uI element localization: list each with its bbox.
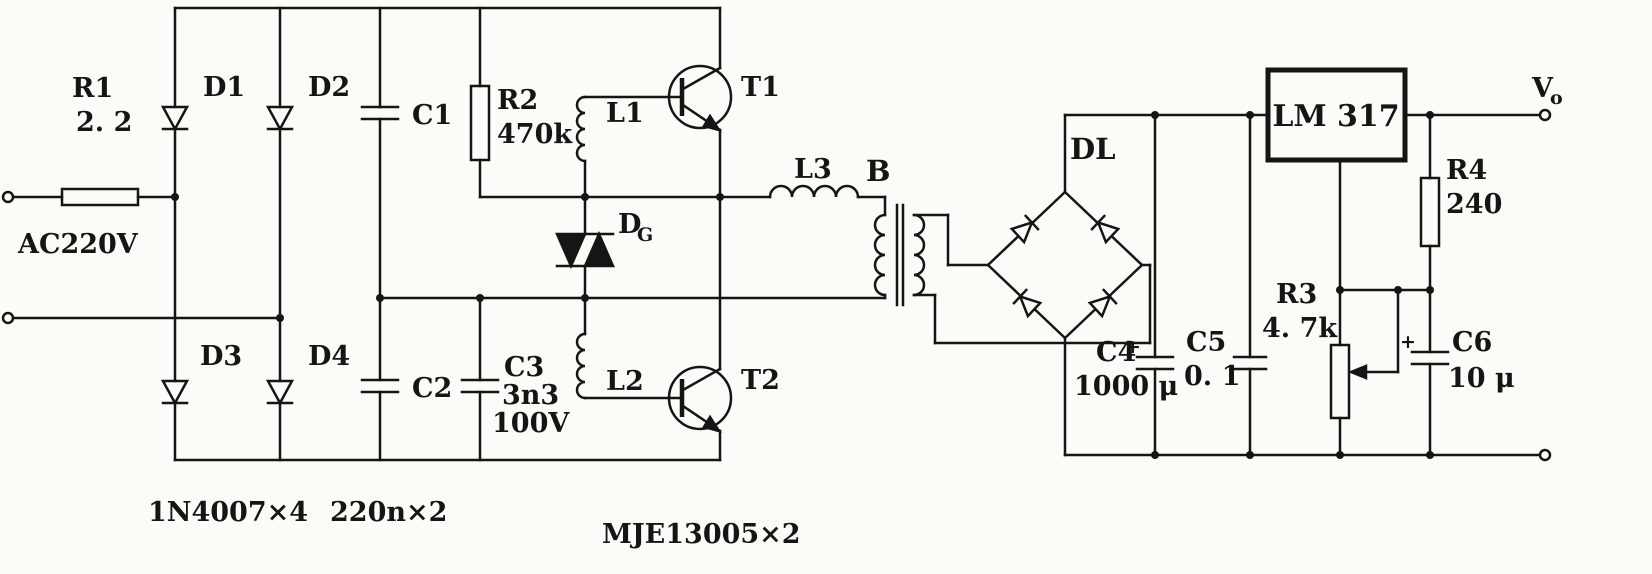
label-t2: T2 (741, 365, 780, 396)
wires (11, 6, 1542, 462)
capacitor-c1 (360, 105, 400, 121)
label-c6-value: 10 μ (1448, 363, 1515, 394)
diode-d4 (265, 379, 295, 406)
caption-divider-caps: 220n×2 (330, 497, 447, 528)
inductor-l2 (575, 332, 587, 400)
label-r2: R2 (497, 85, 538, 116)
label-dg-sub: G (637, 224, 653, 246)
label-dg: D (618, 209, 641, 240)
label-t1: T1 (741, 72, 780, 103)
label-d2: D2 (308, 72, 350, 103)
label-r4: R4 (1446, 155, 1487, 186)
label-c1: C1 (412, 100, 452, 131)
bridge-diode-icon (1087, 288, 1118, 319)
label-c4: C4 (1096, 337, 1136, 368)
label-l2: L2 (606, 366, 644, 397)
label-dl: DL (1070, 132, 1116, 166)
label-r3-value: 4. 7k (1262, 313, 1338, 344)
resistor-r1 (60, 187, 140, 207)
ac-input-terminal-bottom (1, 311, 15, 325)
capacitor-c2 (360, 378, 400, 394)
ground-output-terminal (1538, 448, 1552, 462)
vo-output-terminal (1538, 108, 1552, 122)
diode-d3 (160, 379, 190, 406)
label-l3: L3 (794, 154, 832, 185)
bridge-diode-icon (1090, 214, 1121, 245)
capacitor-c4 (1135, 355, 1175, 371)
label-ac-source: AC220V (17, 229, 139, 260)
labels: R1 2. 2 AC220V D1 D2 D3 D4 C1 C2 R2 470k… (17, 72, 1563, 550)
capacitor-c6 (1410, 350, 1450, 366)
label-r4-value: 240 (1446, 189, 1502, 220)
label-d1: D1 (203, 72, 245, 103)
label-vo-sub: o (1550, 87, 1563, 109)
diode-d1 (160, 105, 190, 132)
label-c6-polarity: + (1400, 331, 1416, 353)
label-c3-rating: 100V (492, 408, 570, 439)
capacitor-c5 (1232, 355, 1268, 371)
label-vo: V (1531, 73, 1554, 104)
regulator-label: LM 317 (1272, 99, 1399, 134)
diac-dg (555, 230, 615, 270)
capacitor-c3 (460, 378, 500, 394)
label-d4: D4 (308, 341, 350, 372)
label-r2-value: 470k (497, 119, 573, 150)
label-c5-value: 0. 1 (1184, 361, 1240, 392)
label-c4-polarity: + (1125, 336, 1141, 358)
potentiometer-r3 (1329, 288, 1400, 420)
resistor-r2 (469, 84, 491, 162)
label-c3: C3 (504, 352, 544, 383)
inductor-l1 (575, 95, 587, 163)
label-r1-value: 2. 2 (76, 107, 132, 138)
label-c2: C2 (412, 373, 452, 404)
wiper-arrow-icon (1347, 364, 1368, 380)
terminals (1, 108, 1552, 462)
label-d3: D3 (200, 341, 242, 372)
regulator-lm317: LM 317 (1265, 67, 1408, 163)
inductor-l3 (768, 184, 860, 199)
label-c4-value: 1000 μ (1074, 371, 1178, 402)
label-transformer: B (866, 154, 891, 188)
label-r3: R3 (1276, 279, 1317, 310)
transistor-t2 (667, 365, 733, 434)
bridge-diode-icon (1012, 288, 1043, 319)
label-c5: C5 (1186, 327, 1226, 358)
label-c6: C6 (1452, 327, 1492, 358)
label-r1: R1 (72, 73, 113, 104)
resistor-r4 (1419, 176, 1441, 248)
caption-switch-transistors: MJE13005×2 (602, 519, 801, 550)
ac-input-terminal-top (1, 190, 15, 204)
junction-dots (171, 111, 1434, 459)
transformer-b (873, 203, 926, 307)
caption-bridge-diodes: 1N4007×4 (148, 497, 308, 528)
transistor-t1 (667, 64, 733, 133)
diode-d2 (265, 105, 295, 132)
bridge-diode-icon (1009, 214, 1040, 245)
label-c3-value: 3n3 (502, 380, 559, 411)
bridge-rectifier-dl (986, 190, 1144, 340)
label-l1: L1 (606, 98, 644, 129)
emitter-arrow-icon (702, 414, 722, 434)
emitter-arrow-icon (702, 113, 722, 133)
